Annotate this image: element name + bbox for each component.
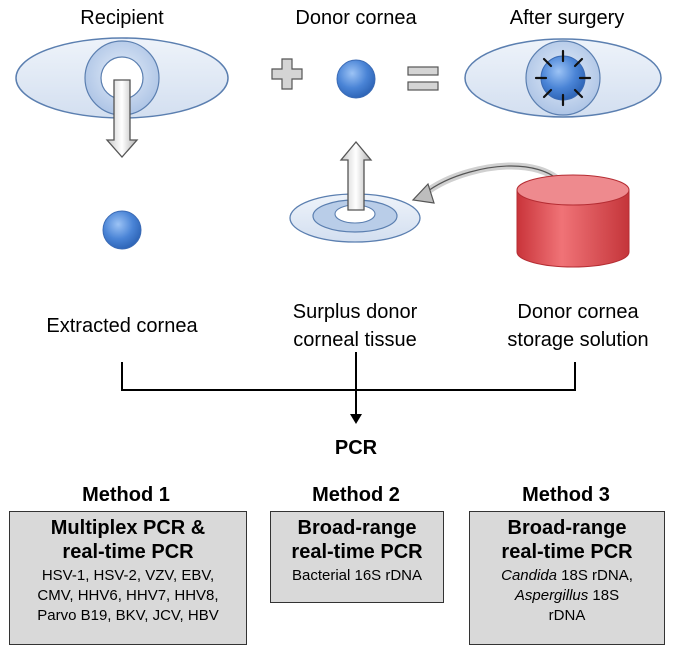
aspergillus-rest: 18S (588, 587, 620, 604)
storage-line-1: Donor cornea (517, 301, 639, 323)
method-3-body-1: Candida 18S rDNA, (470, 566, 664, 586)
method-2-body-1: Bacterial 16S rDNA (291, 567, 423, 584)
plus-icon (271, 58, 303, 90)
storage-solution-label: Donor cornea storage solution (488, 298, 668, 354)
method-1-box: Multiplex PCR & real-time PCR HSV-1, HSV… (9, 511, 247, 645)
surplus-line-1: Surplus donor (292, 301, 418, 323)
pcr-connector (121, 352, 576, 424)
aspergillus-text: Aspergillus (514, 587, 589, 604)
method-1-title: Method 1 (82, 484, 170, 506)
donor-cornea-label: Donor cornea (295, 7, 417, 29)
storage-line-2: storage solution (507, 329, 649, 351)
method-1-head-2: real-time PCR (62, 541, 194, 563)
surplus-tissue-label: Surplus donor corneal tissue (270, 298, 440, 354)
after-surgery-eye (464, 38, 662, 118)
method-1-body-1: HSV-1, HSV-2, VZV, EBV, (41, 567, 215, 584)
method-1-head-1: Multiplex PCR & (50, 517, 206, 539)
pcr-label: PCR (334, 437, 378, 459)
extraction-arrow (105, 79, 139, 158)
method-2-head-1: Broad-range (297, 517, 417, 539)
donor-removal-arrow (339, 140, 373, 211)
method-3-head-2: real-time PCR (501, 541, 633, 563)
donor-cornea-disc (336, 59, 376, 99)
equals-icon (407, 66, 439, 91)
storage-solution-cylinder (516, 174, 630, 268)
method-3-head-1: Broad-range (507, 517, 627, 539)
method-3-box: Broad-range real-time PCR Candida 18S rD… (469, 511, 665, 645)
method-3-body-3: rDNA (548, 607, 586, 624)
candida-text: Candida (501, 567, 558, 584)
method-1-body-2: CMV, HHV6, HHV7, HHV8, (37, 587, 219, 604)
extracted-cornea-label: Extracted cornea (46, 315, 198, 337)
method-2-title: Method 2 (312, 484, 400, 506)
surplus-line-2: corneal tissue (293, 329, 417, 351)
recipient-eye (15, 37, 229, 119)
after-surgery-label: After surgery (509, 7, 625, 29)
method-3-title: Method 3 (522, 484, 610, 506)
method-2-head-2: real-time PCR (291, 541, 423, 563)
method-1-body-3: Parvo B19, BKV, JCV, HBV (37, 607, 219, 624)
method-3-body-2: Aspergillus 18S (470, 586, 664, 606)
recipient-label: Recipient (80, 7, 164, 29)
method-2-box: Broad-range real-time PCR Bacterial 16S … (270, 511, 444, 603)
candida-rest: 18S rDNA, (557, 567, 633, 584)
extracted-cornea-disc (102, 210, 142, 250)
